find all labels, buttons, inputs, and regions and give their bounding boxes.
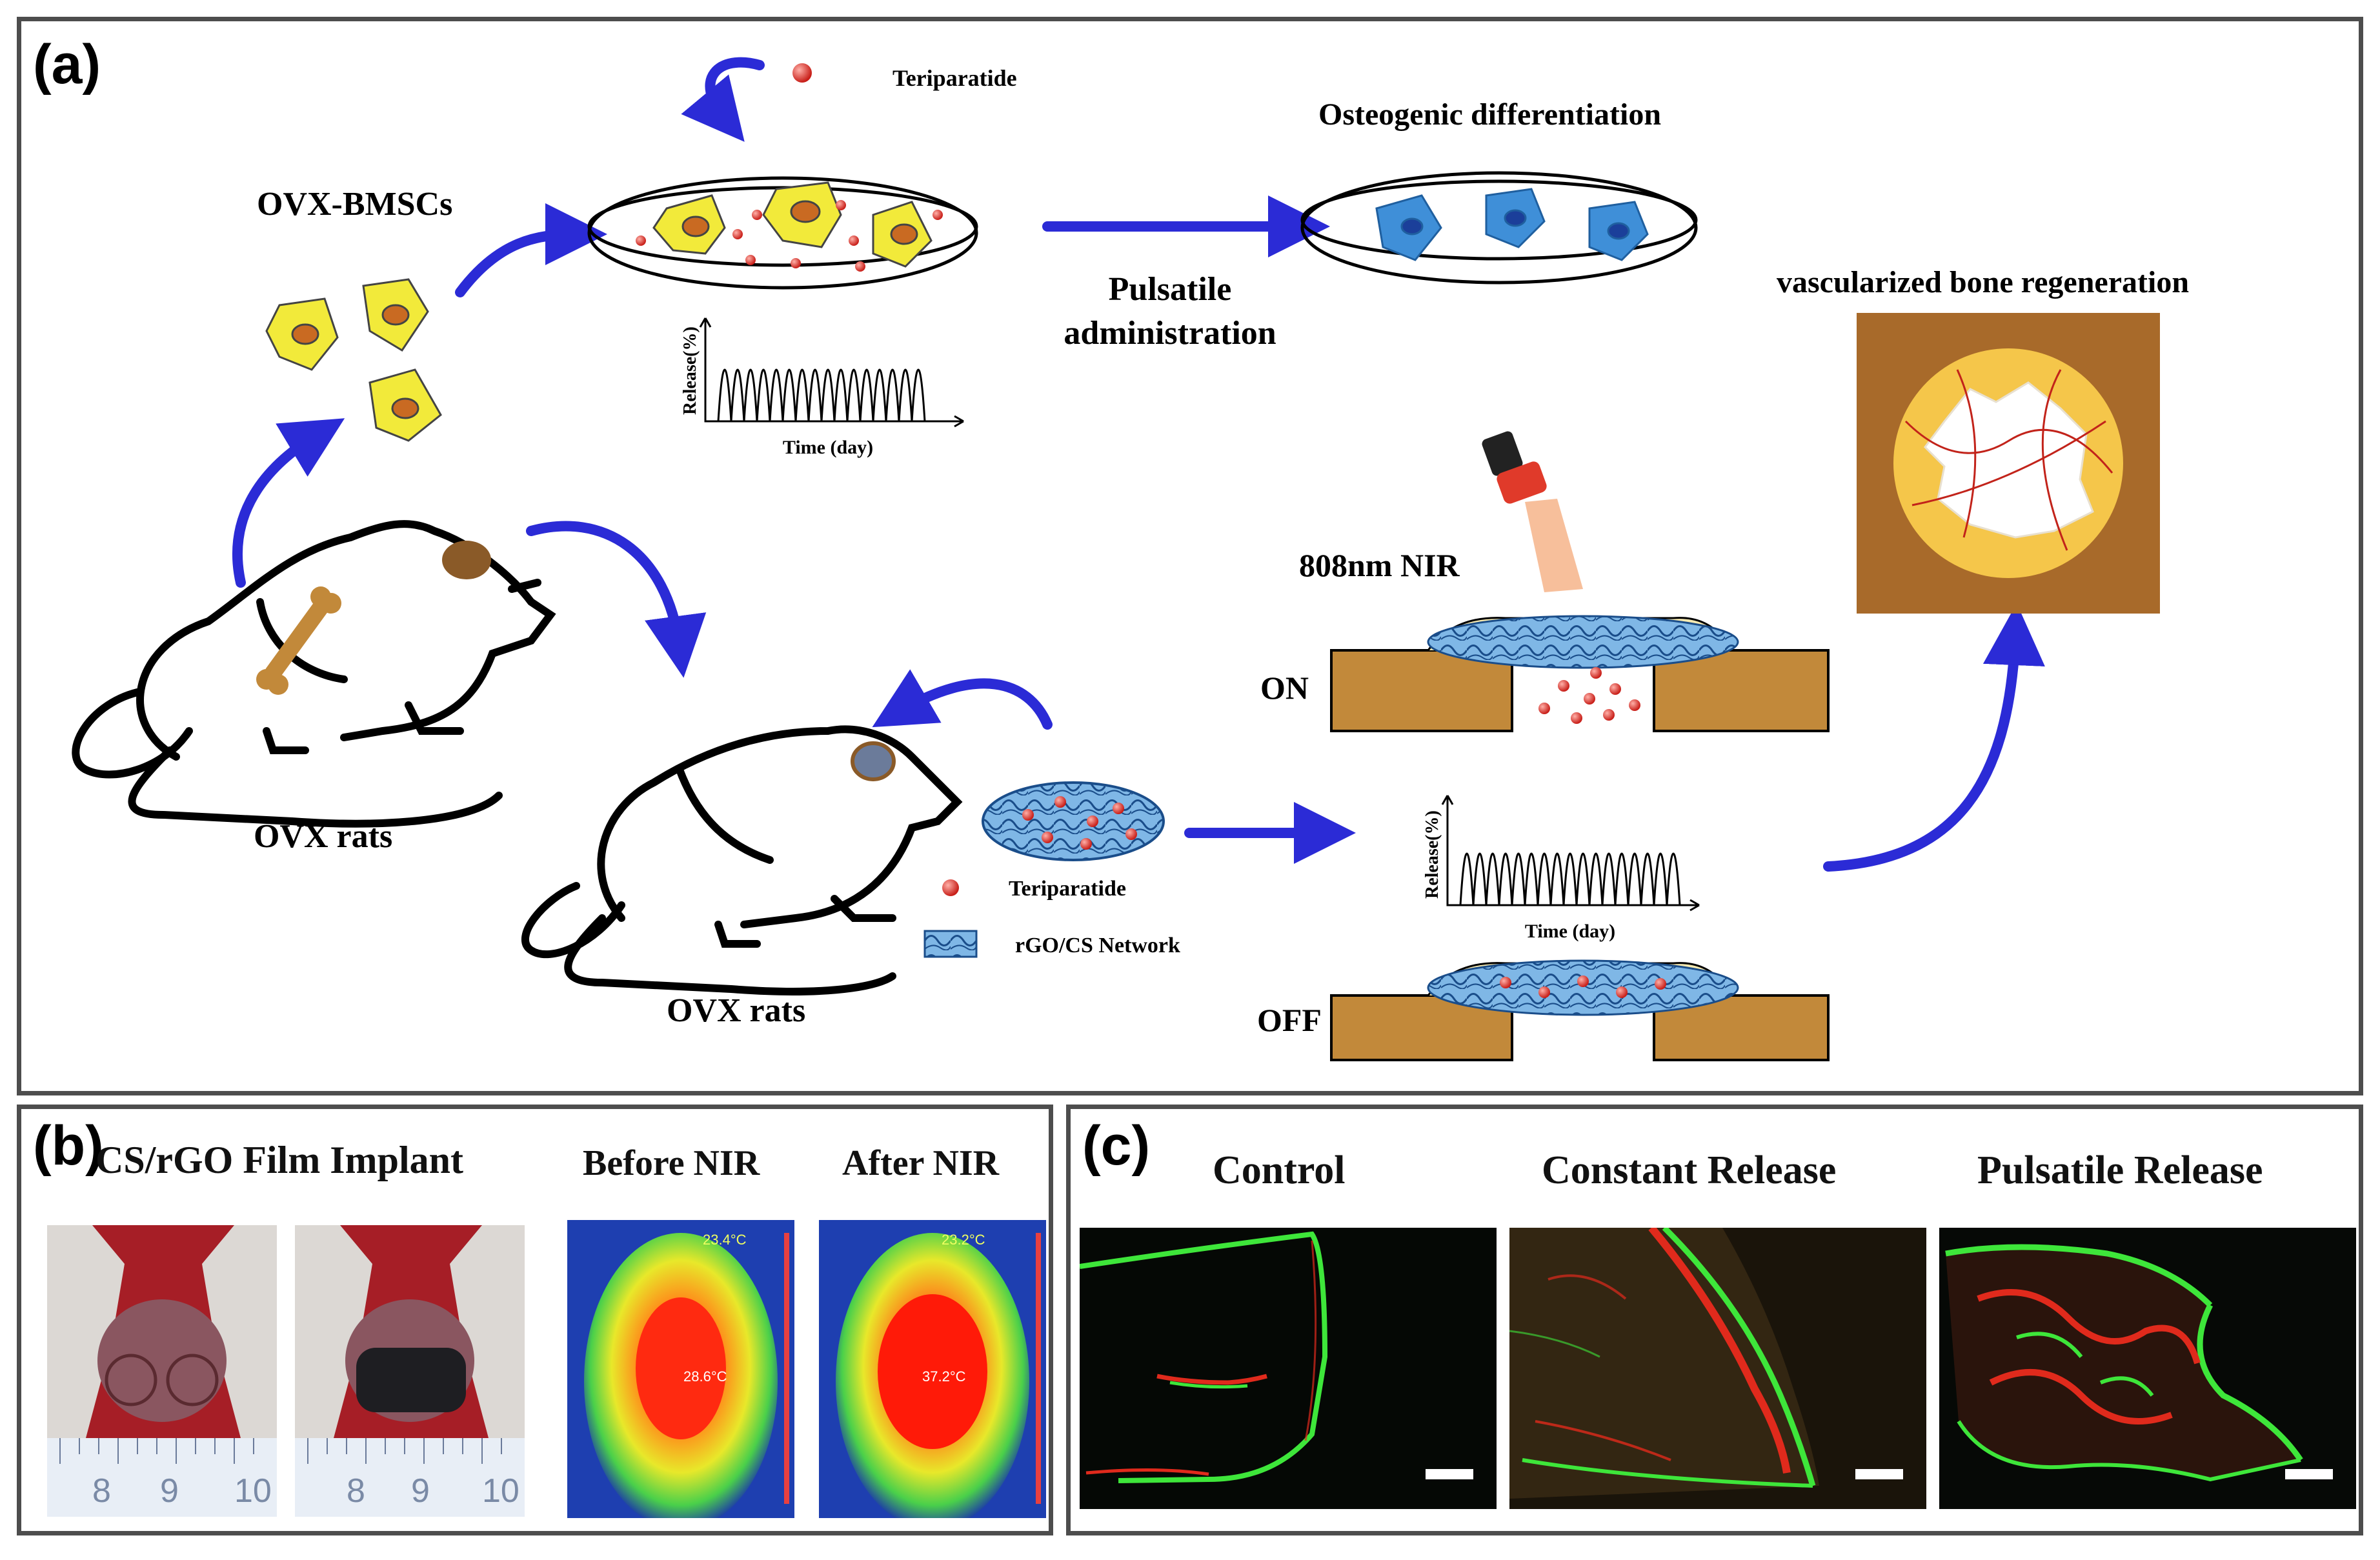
after-temp-spot: 37.2°C bbox=[922, 1368, 966, 1385]
arrow-bmscs-to-dish bbox=[455, 203, 607, 297]
scale-bar-constant bbox=[1855, 1469, 1903, 1479]
title-constant-release: Constant Release bbox=[1542, 1148, 1837, 1192]
after-temp-top: 23.2°C bbox=[942, 1232, 985, 1248]
rat-2-implant-site bbox=[851, 741, 896, 781]
panel-c-fluorescence: (c) Control Constant Release Pulsatile R… bbox=[1066, 1105, 2363, 1535]
arrow-rat-to-cells bbox=[232, 418, 345, 588]
panel-a-label: (a) bbox=[33, 34, 101, 95]
teriparatide-particle-icon bbox=[792, 63, 812, 83]
micrograph-constant-release bbox=[1509, 1228, 1926, 1509]
panel-c-label: (c) bbox=[1082, 1115, 1151, 1177]
chart-bottom-ylabel: Release(%) bbox=[1422, 810, 1442, 899]
dish-particles bbox=[636, 200, 943, 272]
ovx-bmscs-cells bbox=[265, 278, 442, 442]
label-teriparatide-top: Teriparatide bbox=[892, 65, 1017, 91]
ruler-num-8: 8 bbox=[92, 1472, 111, 1510]
thermal-image-after: 23.2°C 37.2°C bbox=[819, 1220, 1046, 1518]
before-temp-spot: 28.6°C bbox=[683, 1368, 727, 1385]
release-chart-bottom bbox=[1441, 795, 1700, 912]
label-ovx-rats-2: OVX rats bbox=[667, 992, 805, 1029]
petri-dish-osteogenic bbox=[1300, 171, 1698, 285]
arrow-implant-to-rat bbox=[872, 669, 1053, 730]
rat-1-ear-and-bone bbox=[256, 541, 491, 695]
legend-teriparatide-text: Teriparatide bbox=[1009, 877, 1126, 901]
micrograph-control bbox=[1080, 1228, 1497, 1509]
label-osteogenic: Osteogenic differentiation bbox=[1318, 97, 1661, 132]
micrograph-pulsatile-release bbox=[1939, 1228, 2356, 1509]
title-pulsatile-release: Pulsatile Release bbox=[1977, 1148, 2263, 1192]
ruler-num-10: 10 bbox=[234, 1472, 272, 1510]
before-temp-top: 23.4°C bbox=[703, 1232, 747, 1248]
label-administration: administration bbox=[1064, 315, 1276, 352]
label-ovx-rats-1: OVX rats bbox=[254, 818, 392, 855]
yellow-cells-in-dish bbox=[652, 181, 933, 268]
label-off: OFF bbox=[1257, 1002, 1322, 1038]
flow-arrows bbox=[232, 57, 2045, 872]
bone-defect-off bbox=[1330, 959, 1830, 1061]
label-on: ON bbox=[1260, 670, 1309, 706]
ruler-num-8b: 8 bbox=[347, 1472, 365, 1510]
blue-osteocytes bbox=[1375, 188, 1649, 261]
scale-bar-control bbox=[1426, 1469, 1473, 1479]
bone-regeneration-graphic bbox=[1857, 313, 2160, 614]
photo-film-implanted: 8 9 10 bbox=[295, 1225, 525, 1517]
ruler-num-9b: 9 bbox=[411, 1472, 430, 1510]
legend-network-text: rGO/CS Network bbox=[1015, 934, 1180, 957]
chart-top-xlabel: Time (day) bbox=[783, 437, 873, 458]
legend-teriparatide-icon bbox=[942, 879, 959, 896]
label-ovx-bmscs: OVX-BMSCs bbox=[257, 186, 452, 223]
title-implant: CS/rGO Film Implant bbox=[96, 1139, 464, 1181]
panel-b-label: (b) bbox=[33, 1115, 104, 1177]
nir-laser-icon bbox=[1482, 431, 1583, 592]
rgo-cs-implant-disk bbox=[982, 781, 1165, 861]
arrow-teriparatide-in bbox=[681, 57, 765, 142]
photo-skull-defect: 8 9 10 bbox=[47, 1225, 277, 1517]
title-control: Control bbox=[1213, 1148, 1346, 1192]
panel-a-artwork: Teriparatide OVX-BMSCs Osteogenic differ… bbox=[72, 57, 2189, 1061]
label-pulsatile: Pulsatile bbox=[1109, 271, 1232, 308]
bone-defect-on bbox=[1330, 615, 1830, 732]
title-before-nir: Before NIR bbox=[583, 1143, 760, 1183]
chart-top-ylabel: Release(%) bbox=[680, 326, 700, 415]
ruler-num-9: 9 bbox=[160, 1472, 179, 1510]
chart-bottom-xlabel: Time (day) bbox=[1525, 921, 1615, 942]
arrow-to-regeneration bbox=[1823, 603, 2045, 872]
panel-b-implant-photos: (b) CS/rGO Film Implant Before NIR After… bbox=[17, 1105, 1053, 1535]
arrow-rat-to-rat bbox=[526, 521, 707, 678]
ovx-rat-2 bbox=[521, 725, 963, 995]
panel-a-schematic: (a) bbox=[17, 17, 2363, 1095]
scale-bar-pulsatile bbox=[2285, 1469, 2333, 1479]
ruler-num-10b: 10 bbox=[482, 1472, 519, 1510]
label-nir: 808nm NIR bbox=[1299, 547, 1460, 583]
label-vascularized: vascularized bone regeneration bbox=[1777, 265, 2189, 299]
release-chart-top bbox=[699, 317, 964, 428]
title-after-nir: After NIR bbox=[842, 1143, 1000, 1183]
legend-network-icon bbox=[923, 930, 978, 958]
thermal-image-before: 23.4°C 28.6°C bbox=[567, 1220, 794, 1518]
